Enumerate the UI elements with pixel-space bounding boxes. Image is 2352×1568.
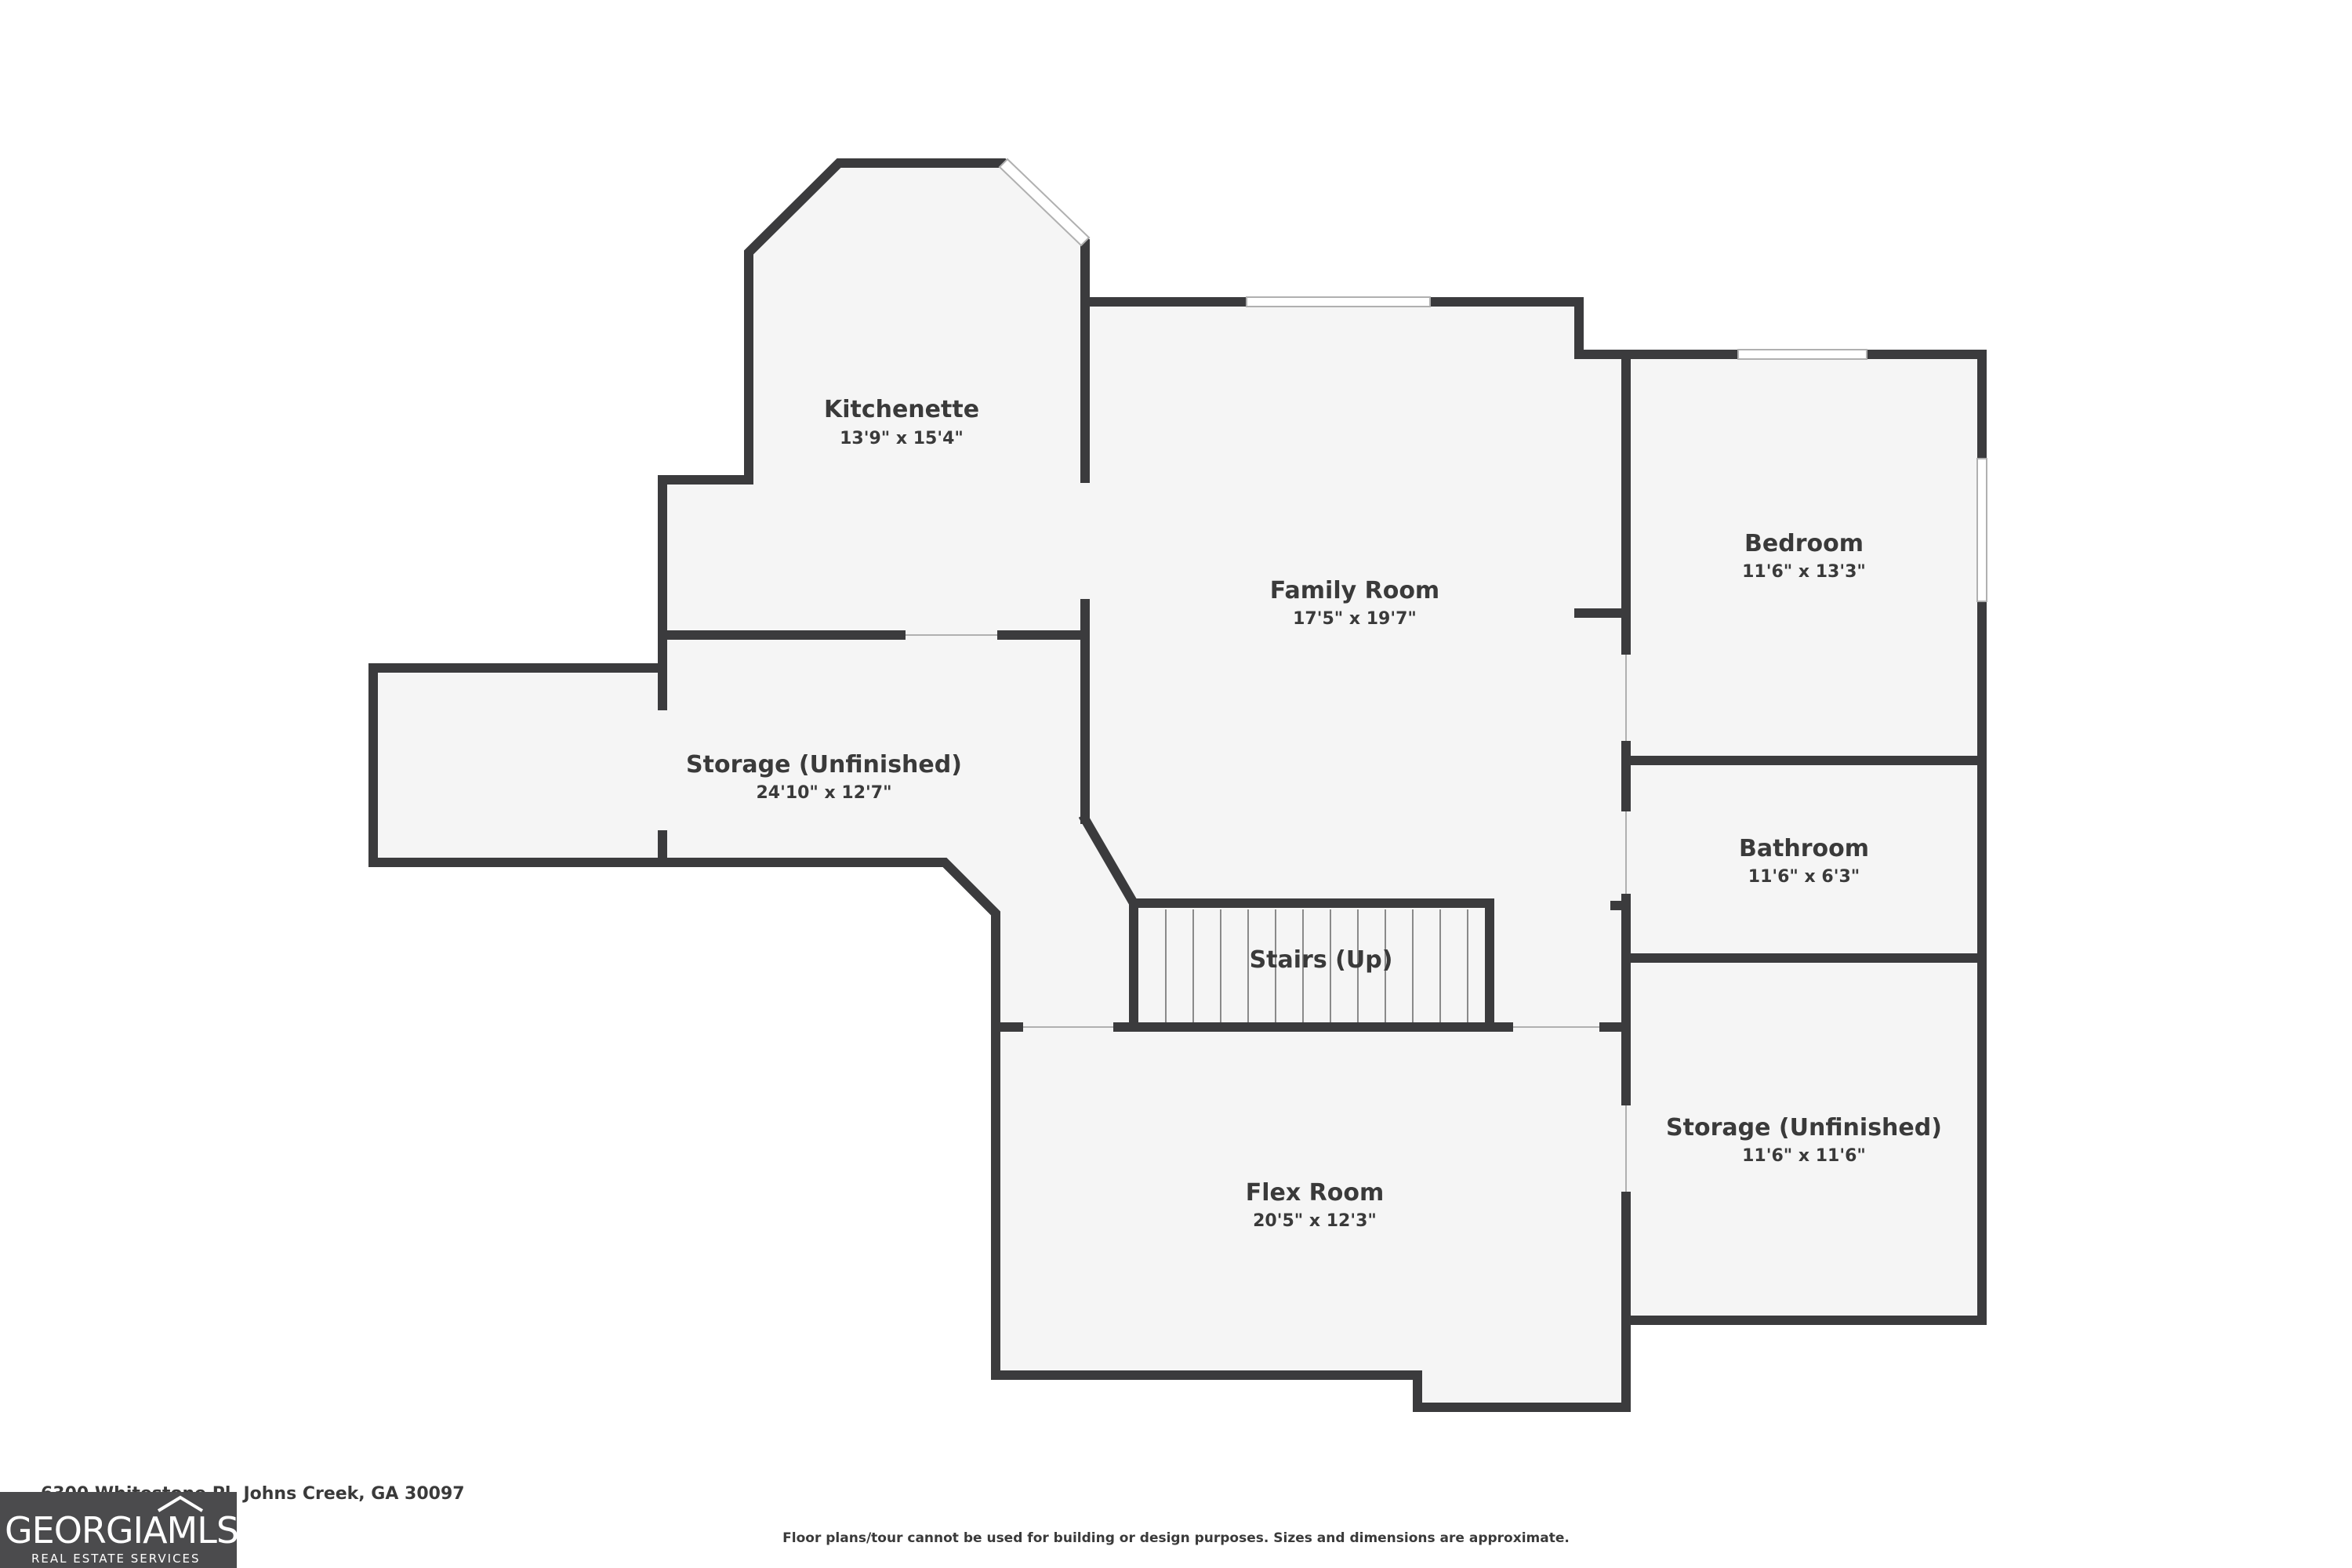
family-room-label: Family Room (1270, 577, 1439, 604)
bathroom-label: Bathroom (1739, 835, 1869, 862)
family-room-window (1246, 296, 1431, 307)
kitchenette-label: Kitchenette (824, 396, 979, 423)
storage-left-dims: 24'10" x 12'7" (756, 783, 891, 803)
bedroom-floor (1626, 354, 1982, 760)
bedroom-dims: 11'6" x 13'3" (1742, 562, 1866, 582)
room-labels: Kitchenette 13'9" x 15'4" Family Room 17… (686, 396, 1942, 1231)
stairs-wall (1129, 898, 1494, 1032)
flex-room-dims: 20'5" x 12'3" (1253, 1211, 1377, 1231)
bathroom-floor (1626, 760, 1982, 958)
storage-diagonal-wall (1078, 812, 1141, 910)
storage-right-floor (1626, 958, 1982, 1320)
logo-wordmark: GEORGIAMLS (5, 1509, 239, 1552)
storage-right-label: Storage (Unfinished) (1666, 1114, 1942, 1142)
logo-tagline: REAL ESTATE SERVICES (31, 1552, 201, 1566)
flex-room-floor (996, 1027, 1626, 1407)
bedroom-window-right (1976, 458, 1987, 602)
stair-treads (1165, 909, 1468, 1022)
bedroom-window-top (1737, 349, 1867, 360)
storage-right-dims: 11'6" x 11'6" (1742, 1146, 1866, 1166)
flex-room-label: Flex Room (1246, 1179, 1385, 1207)
kitchenette-floor (662, 163, 1085, 635)
stairs-label: Stairs (Up) (1250, 946, 1393, 974)
kitchenette-dims: 13'9" x 15'4" (840, 429, 964, 448)
family-room-floor (1085, 302, 1626, 1027)
floor-fills (373, 163, 1982, 1407)
roof-icon (157, 1495, 204, 1512)
georgiamls-logo: GEORGIAMLS REAL ESTATE SERVICES (0, 1492, 239, 1568)
windows (906, 158, 1987, 1192)
disclaimer-text: Floor plans/tour cannot be used for buil… (782, 1530, 1570, 1546)
family-room-dims: 17'5" x 19'7" (1293, 609, 1417, 629)
bedroom-label: Bedroom (1744, 530, 1864, 557)
storage-left-wall (368, 663, 1631, 1412)
kitchenette-bay-window (998, 158, 1091, 247)
storage-left-label: Storage (Unfinished) (686, 751, 962, 779)
bathroom-dims: 11'6" x 6'3" (1748, 867, 1860, 887)
storage-left-floor (373, 635, 1134, 1027)
